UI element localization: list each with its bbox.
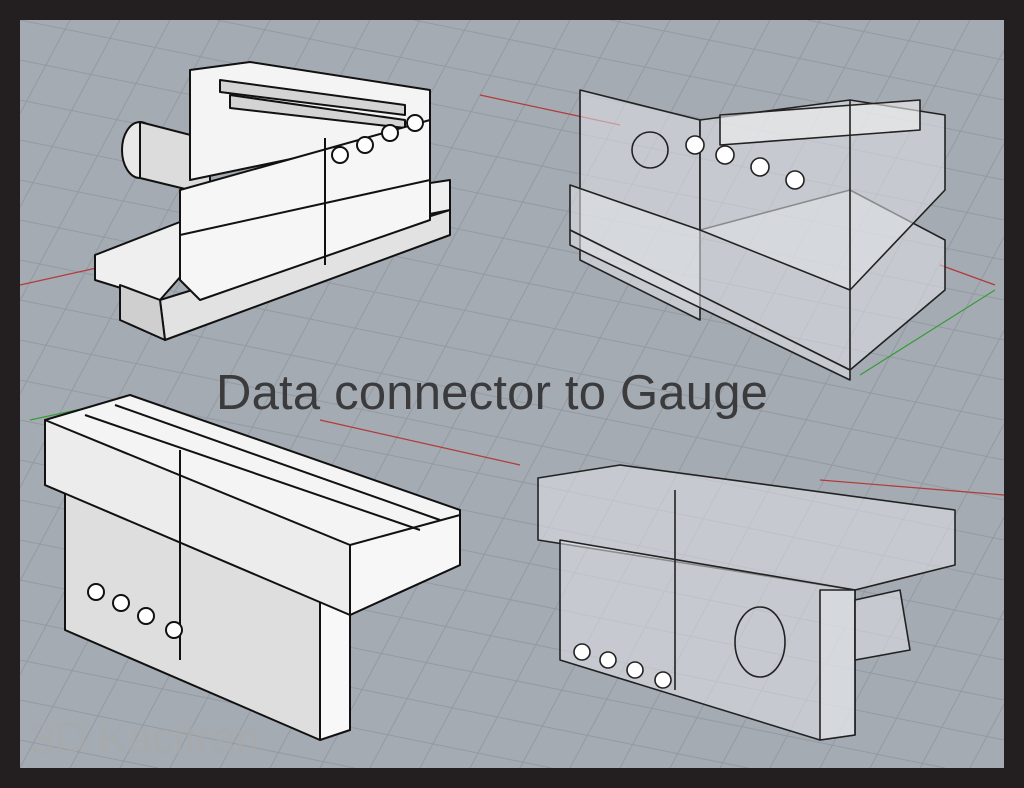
cad-renders — [20, 20, 1004, 768]
x-axis-line — [939, 264, 996, 286]
grid-line — [20, 20, 121, 208]
grid-line — [919, 610, 1004, 768]
y-axis-line — [859, 289, 996, 376]
render-bottom-right — [537, 464, 956, 741]
grid-line — [807, 20, 1004, 61]
x-axis-line — [819, 479, 1004, 496]
grid-line — [869, 517, 1004, 768]
image-title: Data connector to Gauge — [216, 366, 769, 420]
render-bottom-left — [44, 394, 461, 741]
grid-line — [20, 739, 158, 768]
watermark: 3D Kacitran — [30, 714, 260, 763]
render-top-right — [569, 89, 946, 381]
grid-line — [20, 20, 171, 301]
viewport-collage: Data connector to Gauge 3D Kacitran — [20, 20, 1004, 768]
x-axis-line — [319, 419, 521, 466]
grid-line — [610, 20, 1004, 101]
grid-line — [20, 20, 221, 395]
grid-line — [20, 699, 355, 768]
render-top-left — [94, 61, 451, 341]
grid-line — [20, 20, 71, 114]
